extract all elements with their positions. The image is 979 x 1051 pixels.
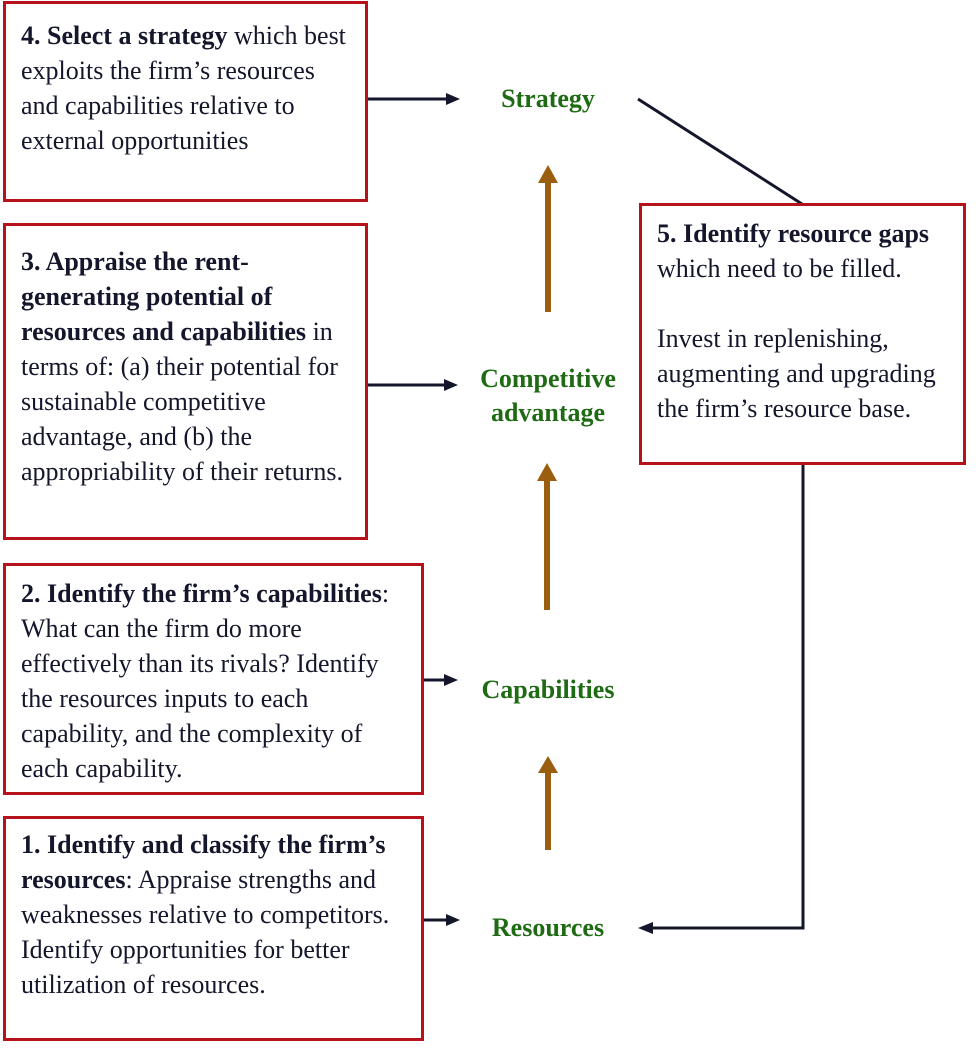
- step5-text2: Invest in replenishing, augmenting and u…: [657, 324, 936, 423]
- resources-to-capabilities-up-arrow: [538, 756, 558, 850]
- step2-text: : What can the firm do more effectively …: [21, 579, 390, 783]
- step4-box: 4. Select a strategy which best exploits…: [3, 1, 368, 202]
- box2-to-capabilities-arrow: [423, 674, 458, 686]
- competitive-advantage-node: Competitive advantage: [458, 362, 638, 430]
- competitive-advantage-line1: Competitive: [480, 364, 616, 393]
- box1-to-resources-arrow: [423, 914, 460, 926]
- step4-text: which best exploits the firm’s resources…: [21, 21, 346, 155]
- box5-to-resources-feedback-arrow: [638, 463, 805, 934]
- step3-box: 3. Appraise the rent-generating potentia…: [3, 223, 368, 540]
- strategy-to-box5-line: [637, 97, 803, 206]
- resources-node: Resources: [491, 913, 605, 942]
- step3-text: in terms of: (a) their potential for sus…: [21, 317, 344, 486]
- box3-to-competitive-arrow: [368, 379, 458, 391]
- capabilities-node: Capabilities: [481, 675, 615, 704]
- strategy-node: Strategy: [501, 84, 595, 113]
- step2-title: 2. Identify the firm’s capabilities: [21, 579, 382, 608]
- step3-title: 3. Appraise the rent-generating potentia…: [21, 247, 307, 346]
- step1-text: : Appraise strengths and weaknesses rela…: [21, 865, 390, 999]
- competitive-to-strategy-up-arrow: [538, 165, 558, 312]
- step1-box: 1. Identify and classify the firm’s reso…: [3, 816, 424, 1041]
- step5-title: 5. Identify resource gaps: [657, 219, 930, 248]
- step5-text: which need to be filled.: [657, 254, 902, 283]
- step5-box: 5. Identify resource gaps which need to …: [639, 203, 966, 465]
- step1-title: 1. Identify and classify the firm’s reso…: [21, 830, 386, 894]
- step4-title: 4. Select a strategy: [21, 21, 228, 50]
- capabilities-to-competitive-up-arrow: [537, 463, 557, 610]
- step2-box: 2. Identify the firm’s capabilities: Wha…: [3, 563, 424, 795]
- box4-to-strategy-arrow: [368, 93, 460, 105]
- competitive-advantage-line2: advantage: [490, 398, 606, 427]
